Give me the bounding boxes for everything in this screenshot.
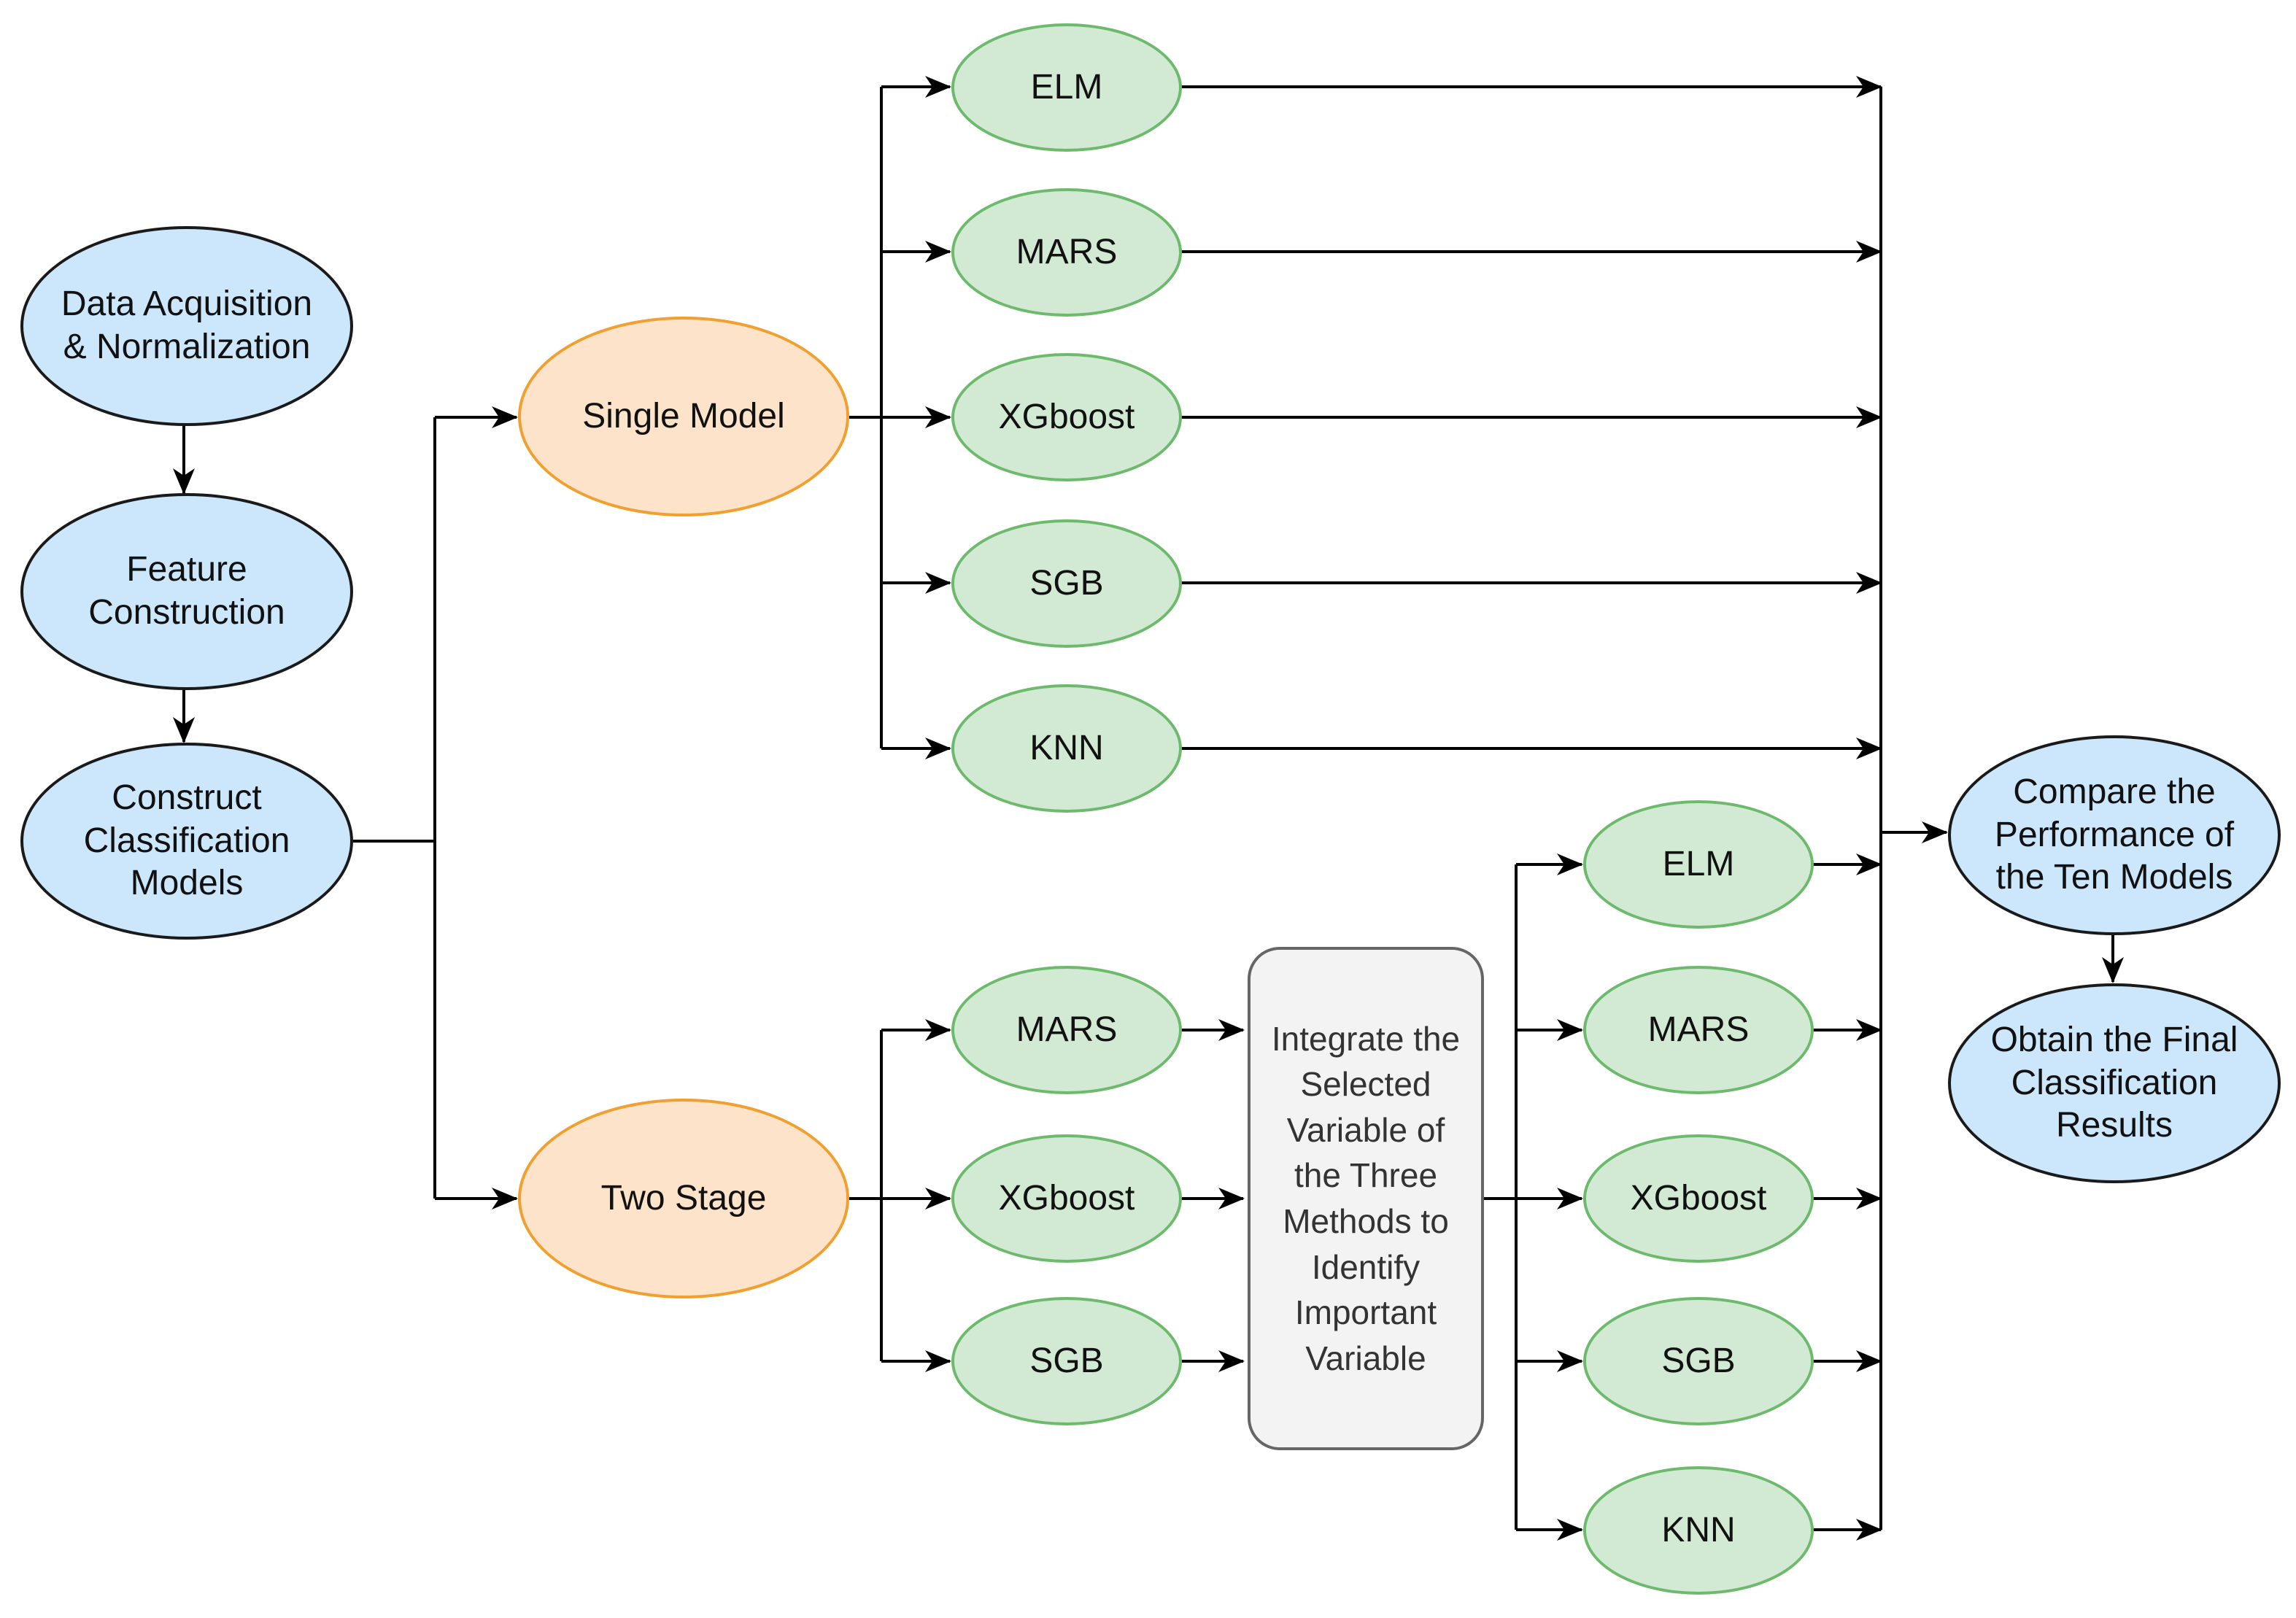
stage2-elm-node: ELM (1583, 800, 1814, 929)
data-acquisition-node: Data Acquisition & Normalization (20, 226, 353, 426)
single-xgboost-node: XGboost (951, 353, 1182, 481)
single-elm-node: ELM (951, 23, 1182, 152)
single-mars-node: MARS (951, 188, 1182, 317)
stage1-sgb-node: SGB (951, 1297, 1182, 1425)
stage2-mars-node: MARS (1583, 966, 1814, 1094)
stage1-xgboost-node: XGboost (951, 1134, 1182, 1263)
two-stage-node: Two Stage (518, 1099, 849, 1298)
stage2-sgb-node: SGB (1583, 1297, 1814, 1425)
construct-classification-node: Construct Classification Models (20, 743, 353, 940)
single-sgb-node: SGB (951, 519, 1182, 648)
integrate-variables-node: Integrate the Selected Variable of the T… (1248, 947, 1484, 1450)
compare-performance-node: Compare the Performance of the Ten Model… (1948, 735, 2281, 935)
final-results-node: Obtain the Final Classification Results (1948, 983, 2281, 1183)
stage2-knn-node: KNN (1583, 1466, 1814, 1595)
single-knn-node: KNN (951, 684, 1182, 813)
feature-construction-node: Feature Construction (20, 493, 353, 690)
stage2-xgboost-node: XGboost (1583, 1134, 1814, 1263)
stage1-mars-node: MARS (951, 966, 1182, 1094)
single-model-node: Single Model (518, 317, 849, 516)
